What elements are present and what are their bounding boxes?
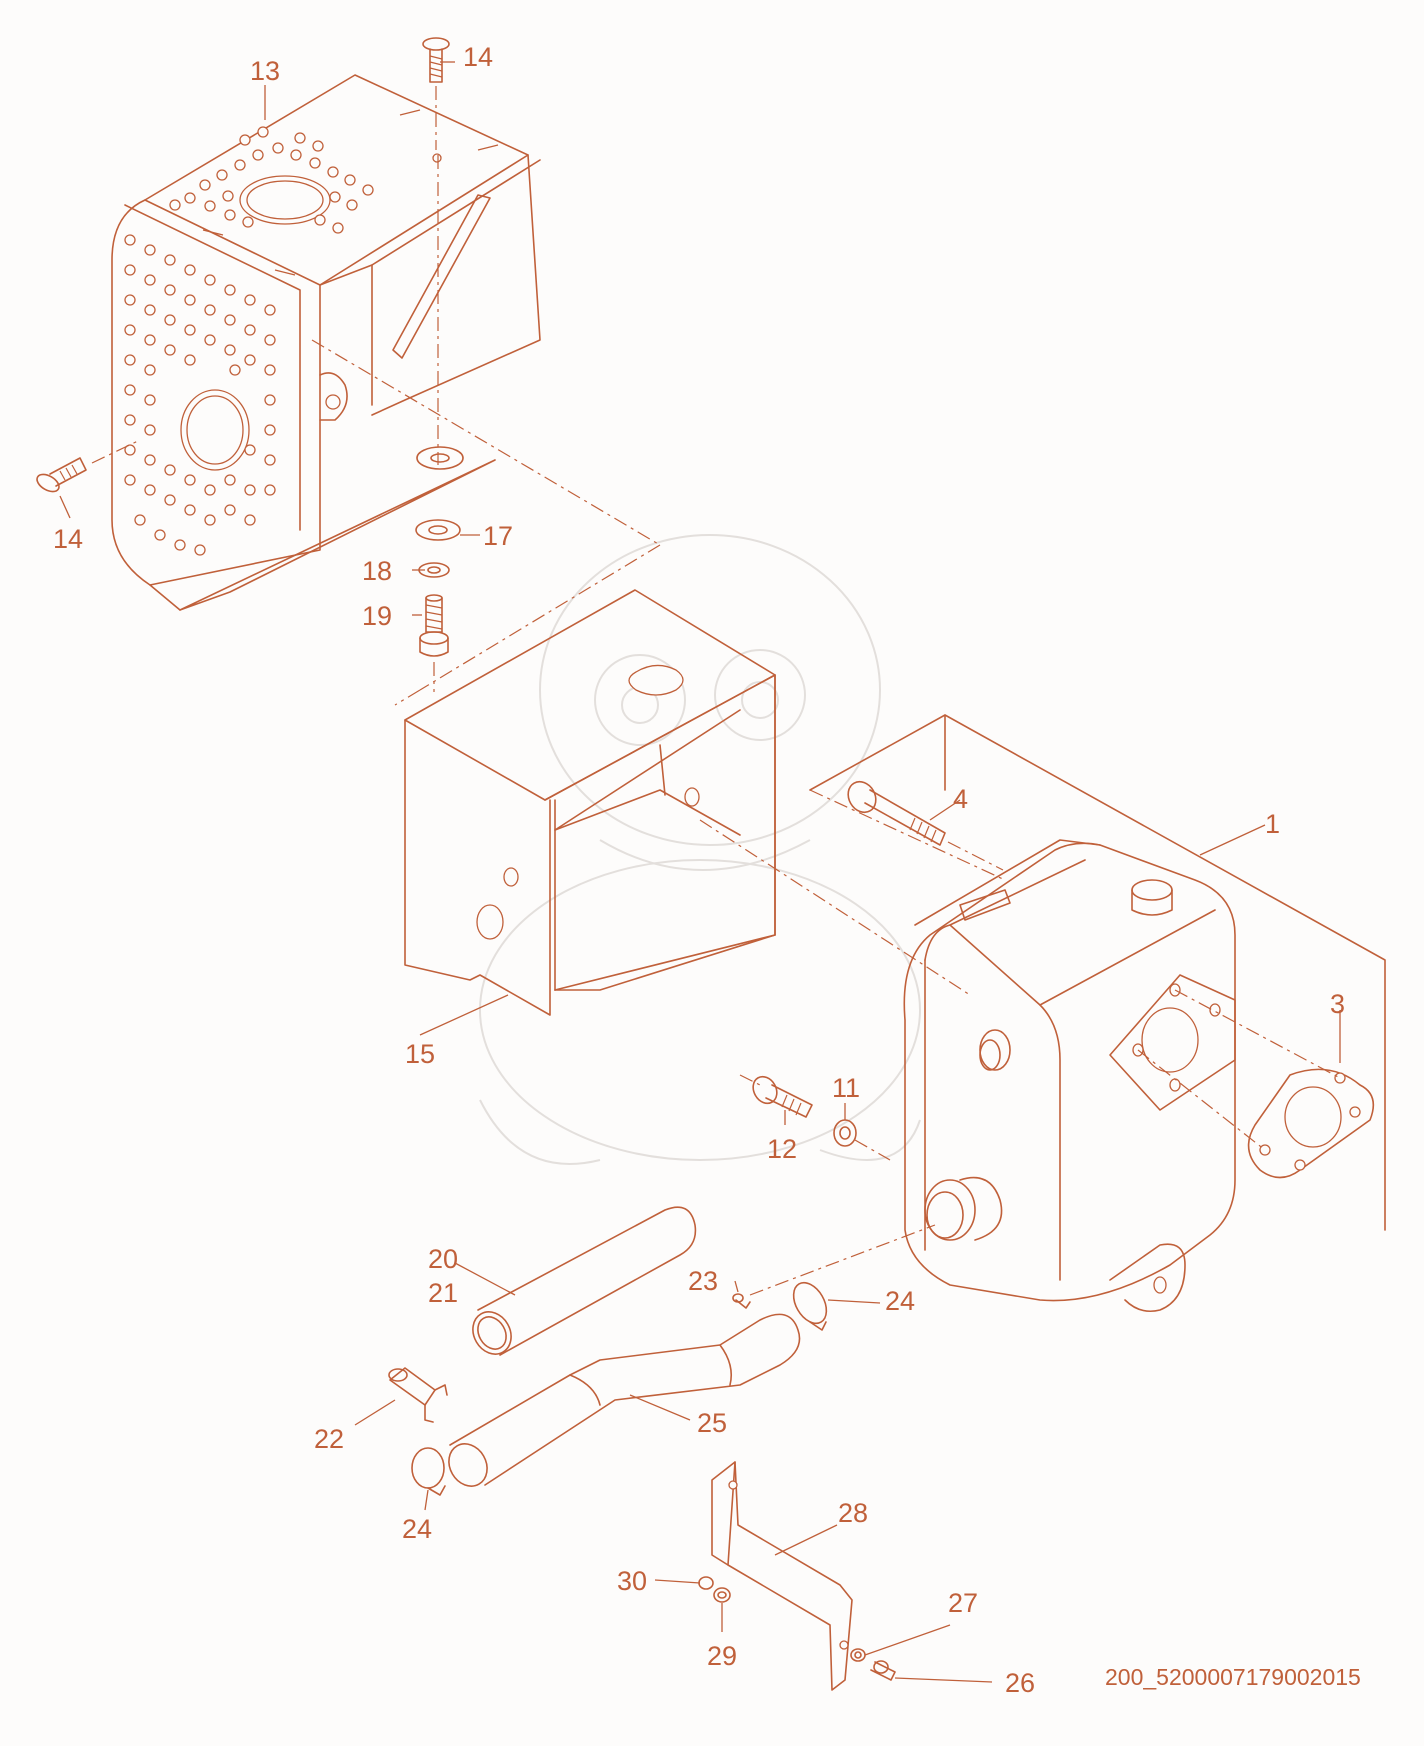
part-14-screw-top xyxy=(422,37,450,150)
callout-26: 26 xyxy=(1005,1668,1035,1698)
callout-11: 11 xyxy=(832,1073,860,1103)
part-15-inner-box xyxy=(404,589,776,1016)
part-14-screw-left xyxy=(36,439,141,493)
part-24-clamp-upper xyxy=(792,1281,828,1331)
callout-20: 20 xyxy=(428,1244,458,1274)
callout-24-upper: 24 xyxy=(885,1286,915,1316)
callout-4: 4 xyxy=(953,784,968,814)
part-4-bolt xyxy=(809,780,1006,881)
drawing-code: 200_5200007179002015 xyxy=(1105,1664,1361,1690)
callout-12: 12 xyxy=(767,1134,797,1164)
part-28-bracket xyxy=(711,1461,853,1691)
assembly-lines-lower xyxy=(699,819,971,1296)
callout-14-left: 14 xyxy=(53,524,83,554)
callout-labels: 13 14 14 17 18 19 15 4 1 3 11 12 20 21 2… xyxy=(53,42,1345,1698)
callout-18: 18 xyxy=(362,556,392,586)
part-23-screw xyxy=(732,1293,751,1309)
callout-25: 25 xyxy=(697,1408,727,1438)
callout-14-top: 14 xyxy=(463,42,493,72)
part-24-clamp-lower xyxy=(411,1447,446,1496)
callout-27: 27 xyxy=(948,1588,978,1618)
callout-17: 17 xyxy=(483,521,513,551)
part-20-21-tube xyxy=(472,1206,697,1356)
assembly-lines-upper xyxy=(311,339,661,706)
callout-15: 15 xyxy=(405,1039,435,1069)
callout-30: 30 xyxy=(617,1566,647,1596)
callout-3: 3 xyxy=(1330,989,1345,1019)
part-11-12-bolt-washer xyxy=(739,1074,891,1161)
part-1-muffler xyxy=(809,714,1386,1313)
callout-13: 13 xyxy=(250,56,280,86)
callout-19: 19 xyxy=(362,601,392,631)
callout-1: 1 xyxy=(1265,809,1280,839)
callout-22: 22 xyxy=(314,1424,344,1454)
part-22-clip xyxy=(388,1367,448,1423)
part-3-gasket xyxy=(1137,989,1375,1179)
callout-29: 29 xyxy=(707,1641,737,1671)
callout-28: 28 xyxy=(838,1498,868,1528)
callout-24-lower: 24 xyxy=(402,1514,432,1544)
callout-23: 23 xyxy=(688,1266,718,1296)
callout-21: 21 xyxy=(428,1278,458,1308)
part-13-perforated-guard xyxy=(111,74,541,611)
part-17-18-19-hardware xyxy=(415,155,464,692)
part-25-bent-pipe xyxy=(448,1313,801,1487)
leader-lines xyxy=(59,61,1341,1683)
watermark-figure xyxy=(479,534,921,1165)
